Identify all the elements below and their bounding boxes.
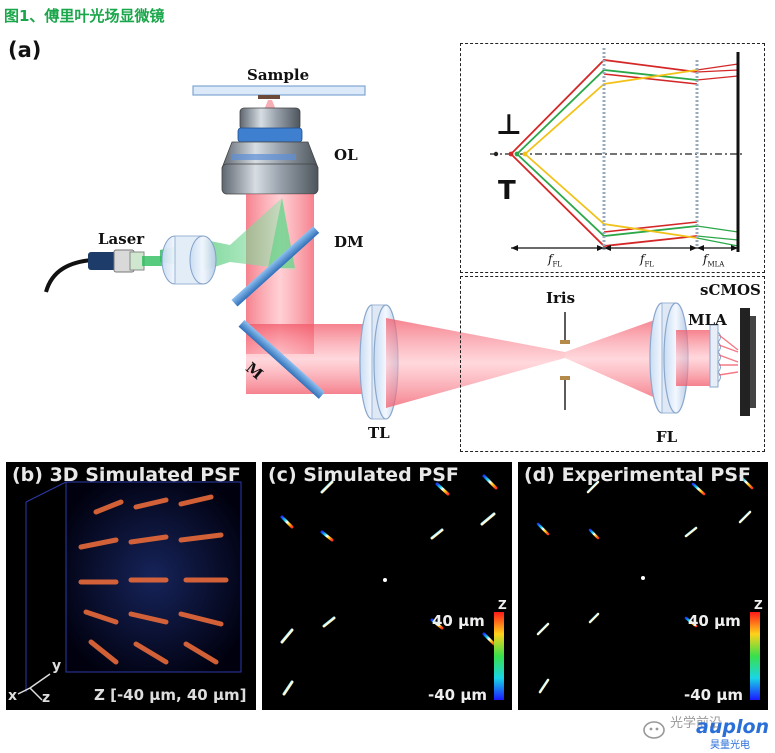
inset-perp-top-symbol: ⊥ (496, 108, 522, 141)
panel-b-3d-simulated-psf: (b) 3D Simulated PSF Z [-40 μm, 40 μm] y… (6, 462, 256, 710)
wechat-icon (643, 721, 665, 739)
colorbar-c-top: 40 μm (432, 612, 485, 630)
optical-setup-diagram (44, 48, 756, 420)
panel-d-psf-grid (536, 474, 760, 700)
inset-ffl-label-2: fFL (640, 252, 654, 269)
colorbar-d-top: 40 μm (688, 612, 741, 630)
fold-mirror (238, 319, 325, 399)
scmos-sensor (740, 308, 750, 416)
watermark-brand: auplon (696, 716, 770, 738)
axis-z-label: z (42, 690, 51, 706)
tl-label: TL (368, 424, 390, 442)
panel-c-simulated-psf: (c) Simulated PSF Z 40 μm -40 μm (262, 462, 512, 710)
red-beam-diverging (565, 318, 660, 400)
panel-a-label: (a) (8, 38, 42, 62)
panel-b-title: (b) 3D Simulated PSF (12, 464, 241, 486)
watermark-brand-cn: 昊量光电 (710, 740, 750, 751)
axis-x-label: x (8, 688, 18, 704)
watermark-left-text: 光学前沿 (670, 716, 723, 731)
detection-dashed-box (460, 276, 765, 452)
sample-slide (192, 85, 366, 96)
axis-y-label: y (52, 658, 62, 674)
dm-label: DM (334, 233, 364, 251)
inset-ffl-label-1: fFL (548, 252, 562, 269)
mla-label: MLA (688, 311, 727, 329)
inset-dashed-box (460, 43, 765, 273)
inset-perp-bottom-symbol: T (498, 176, 516, 206)
dichroic-mirror (231, 226, 320, 307)
panel-c-title: (c) Simulated PSF (268, 464, 459, 486)
laser-label: Laser (98, 230, 145, 248)
laser-source (44, 249, 162, 293)
panel-d-experimental-psf: (d) Experimental PSF Z 40 μm -40 μm (518, 462, 768, 710)
panel-b-z-range: Z [-40 μm, 40 μm] (94, 686, 247, 704)
figure-caption: 图1、傅里叶光场显微镜 (4, 7, 165, 25)
red-beam-converging (386, 318, 565, 408)
colorbar-c-bottom: -40 μm (428, 686, 487, 704)
scmos-label: sCMOS (700, 281, 761, 299)
panel-b-volume (25, 481, 242, 692)
colorbar-c-label: Z (498, 598, 507, 612)
colorbar-d (750, 612, 760, 700)
fl-label: FL (656, 428, 678, 446)
colorbar-c (494, 612, 504, 700)
laser-collimator-lenses (161, 235, 217, 285)
watermark: 光学前沿 auplon 昊量光电 (640, 712, 772, 751)
iris-aperture (560, 312, 570, 410)
objective-lens (221, 107, 319, 195)
panel-d-title: (d) Experimental PSF (524, 464, 752, 486)
ol-label: OL (334, 146, 358, 164)
inset-fmla-label: fMLA (703, 252, 725, 269)
inset-ray-diagram (490, 48, 745, 252)
colorbar-d-label: Z (754, 598, 763, 612)
iris-label: Iris (546, 289, 576, 307)
sample-label: Sample (247, 66, 310, 84)
xyz-axis-icon (17, 673, 51, 701)
microlens-array (709, 324, 739, 388)
panel-c-psf-grid (278, 474, 504, 700)
colorbar-d-bottom: -40 μm (684, 686, 743, 704)
